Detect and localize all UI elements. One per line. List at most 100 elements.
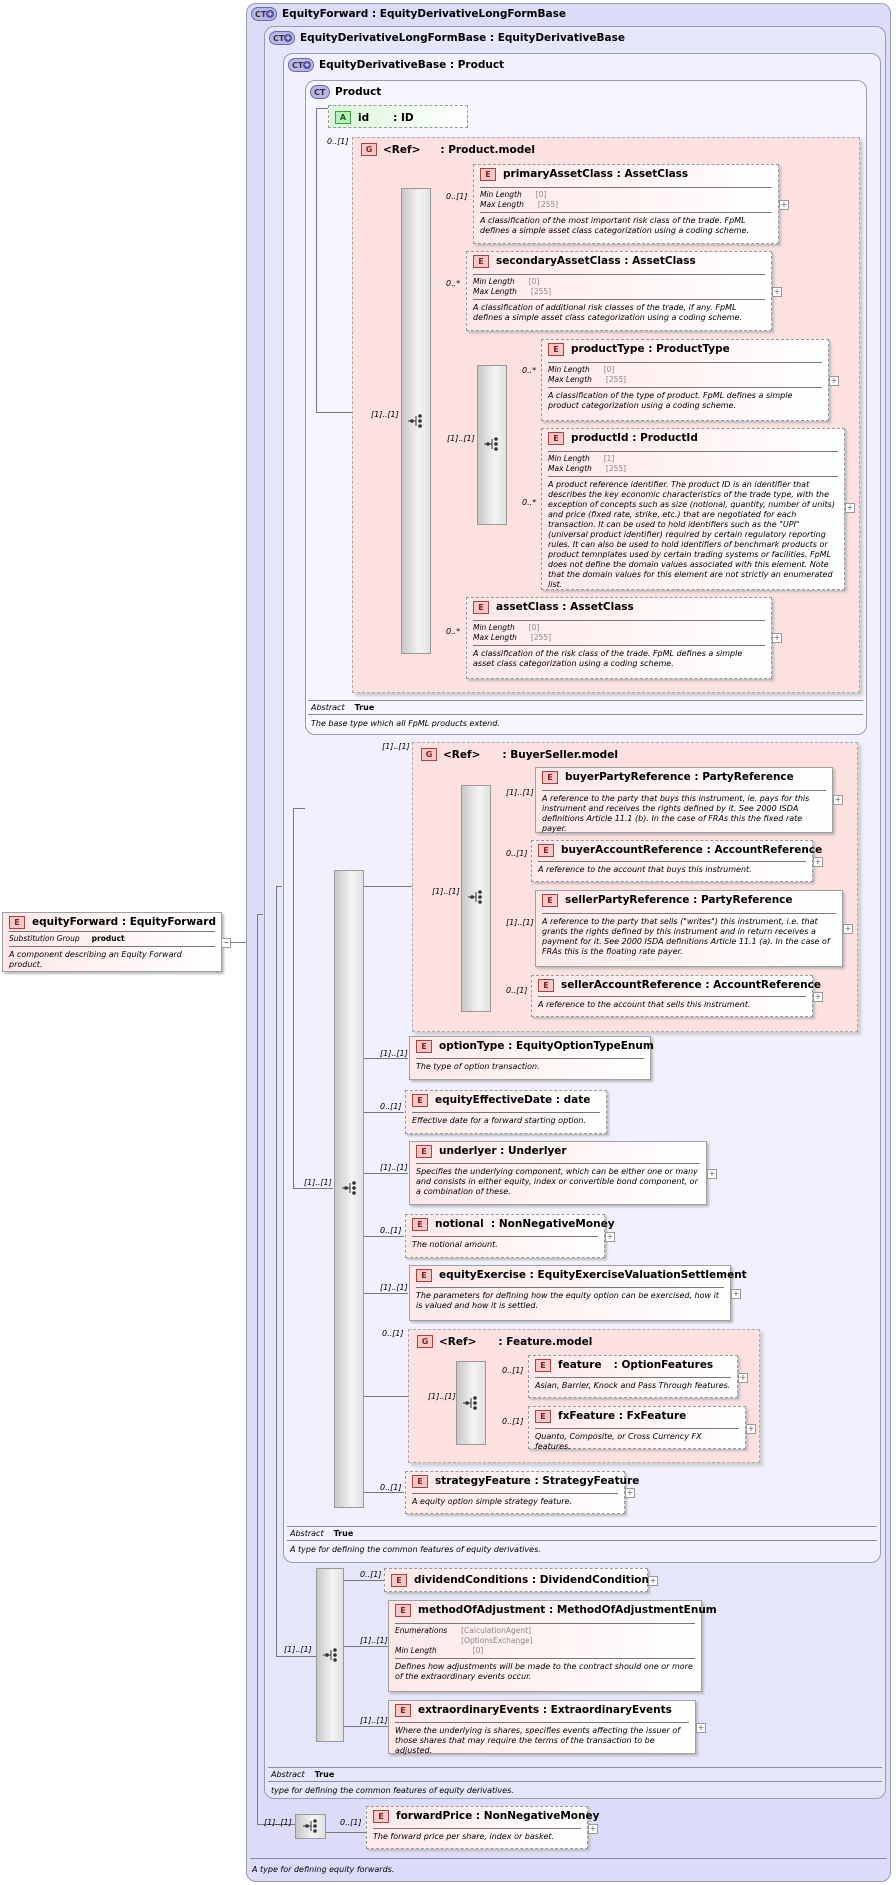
element-name: assetClass bbox=[496, 601, 559, 613]
expand-icon[interactable]: + bbox=[731, 1289, 741, 1299]
element-icon: E bbox=[548, 342, 564, 356]
ct-name: EquityDerivativeLongFormBase bbox=[300, 32, 487, 44]
expand-icon[interactable]: − bbox=[221, 938, 231, 948]
element-icon: E bbox=[542, 770, 558, 784]
expand-icon[interactable]: + bbox=[588, 1824, 598, 1834]
enum-value: [CalculationAgent] bbox=[461, 1626, 532, 1635]
expand-icon[interactable]: + bbox=[738, 1373, 748, 1383]
sep: : bbox=[542, 1704, 548, 1716]
sep: : bbox=[500, 1145, 505, 1157]
prop-label: Max Length bbox=[480, 200, 524, 209]
element-doc: A equity option simple strategy feature. bbox=[412, 1497, 573, 1506]
sep: : bbox=[475, 1810, 481, 1822]
element-name: buyerPartyReference bbox=[565, 771, 691, 783]
cardinality: 0..[1] bbox=[446, 192, 468, 201]
enum-value: [OptionsExchange] bbox=[461, 1636, 533, 1645]
sequence-derivative[interactable] bbox=[334, 870, 364, 1508]
element-doc: A component describing an Equity Forward… bbox=[9, 950, 182, 969]
prop-value: [1] bbox=[603, 454, 615, 463]
cardinality: [1]..[1] bbox=[264, 1818, 292, 1827]
element-type: date bbox=[563, 1094, 591, 1106]
expand-icon[interactable]: + bbox=[707, 1169, 717, 1179]
prop-label: Min Length bbox=[548, 365, 590, 374]
expand-icon[interactable]: + bbox=[772, 633, 782, 643]
element-doc: Specifies the underlying component, whic… bbox=[416, 1167, 698, 1196]
expand-icon[interactable]: + bbox=[648, 1576, 658, 1586]
expand-icon[interactable]: + bbox=[746, 1424, 756, 1434]
element-doc: A product reference identifier. The prod… bbox=[548, 480, 835, 589]
prop-value: [255] bbox=[530, 633, 552, 642]
cardinality: [1]..[1] bbox=[360, 1716, 388, 1725]
cardinality: [1]..[1] bbox=[447, 434, 475, 443]
attribute-id[interactable]: A id : ID bbox=[328, 105, 468, 128]
element-name: methodOfAdjustment bbox=[418, 1604, 546, 1616]
cardinality: 0..[1] bbox=[382, 1329, 404, 1338]
divider bbox=[308, 700, 863, 701]
element-doc: The parameters for defining how the equi… bbox=[416, 1291, 719, 1310]
element-name: dividendConditions bbox=[414, 1574, 529, 1586]
element-name: strategyFeature bbox=[435, 1475, 531, 1487]
expand-icon[interactable]: + bbox=[772, 287, 782, 297]
prop-label: Max Length bbox=[473, 633, 517, 642]
expand-icon[interactable]: + bbox=[829, 376, 839, 386]
expand-icon[interactable]: + bbox=[696, 1723, 706, 1733]
element-doc: A classification of the risk class of th… bbox=[473, 649, 743, 668]
element-type: DividendConditions bbox=[539, 1574, 656, 1586]
ct-base: EquityDerivativeLongFormBase bbox=[379, 8, 566, 20]
sep: : bbox=[508, 1040, 513, 1052]
element-doc: The type of option transaction. bbox=[416, 1062, 540, 1071]
sequence-icon bbox=[303, 1819, 317, 1833]
expand-icon[interactable]: + bbox=[625, 1488, 635, 1498]
expand-icon[interactable]: + bbox=[813, 992, 823, 1002]
cardinality: [1]..[1] bbox=[380, 1163, 408, 1172]
expand-icon[interactable]: + bbox=[813, 857, 823, 867]
element-name: productId bbox=[571, 432, 629, 444]
expand-icon[interactable]: + bbox=[605, 1232, 615, 1242]
divider bbox=[250, 1858, 887, 1859]
ct-base: Product bbox=[457, 59, 505, 71]
group-name: Feature.model bbox=[506, 1335, 593, 1348]
element-icon: E bbox=[412, 1474, 428, 1488]
element-doc: A classification of additional risk clas… bbox=[473, 303, 743, 322]
expand-icon[interactable]: + bbox=[843, 924, 853, 934]
ct-product-header: CT Product bbox=[310, 85, 381, 99]
sequence-buyer-seller[interactable] bbox=[461, 785, 491, 1012]
sep: : bbox=[534, 1475, 539, 1487]
cardinality: 0..* bbox=[446, 279, 461, 288]
element-name: optionType bbox=[439, 1040, 505, 1052]
expand-icon[interactable]: + bbox=[779, 200, 789, 210]
divider bbox=[308, 714, 863, 715]
cardinality: 0..* bbox=[446, 627, 461, 636]
expand-icon[interactable]: + bbox=[833, 795, 843, 805]
element-icon: E bbox=[416, 1039, 432, 1053]
element-icon: E bbox=[373, 1809, 389, 1823]
expand-icon[interactable]: + bbox=[845, 503, 855, 513]
ct-long-form-base-header: CT+ EquityDerivativeLongFormBase : Equit… bbox=[269, 31, 625, 45]
cardinality: 0..[1] bbox=[380, 1226, 402, 1235]
element-type: NonNegativeMoney bbox=[498, 1218, 615, 1230]
